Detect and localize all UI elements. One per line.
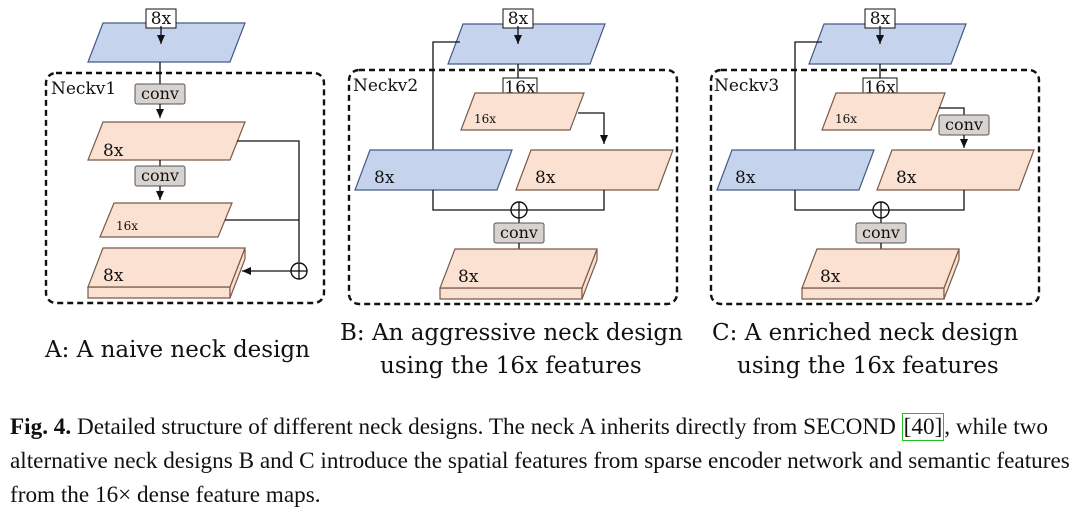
citation-link[interactable]: [40] bbox=[901, 413, 945, 441]
panel-caption: A: A naive neck design bbox=[44, 337, 310, 363]
panel-c: Neckv3 8x 16x 16x 8x conv 8x conv 8x bbox=[709, 8, 1041, 379]
neck-label: Neckv2 bbox=[353, 76, 418, 96]
neck-label: Neckv1 bbox=[51, 79, 116, 99]
output-feature-map bbox=[801, 248, 960, 289]
figure-caption: Fig. 4. Detailed structure of different … bbox=[10, 410, 1072, 512]
panel-b: Neckv2 8x 16x 16x 8x 8x conv 8x bbox=[340, 8, 683, 379]
feature-map-label: 8x bbox=[103, 266, 124, 286]
feature-map-label: 8x bbox=[735, 168, 756, 188]
panel-caption: using the 16x features bbox=[737, 353, 999, 379]
feature-map-16x bbox=[460, 92, 585, 131]
input-feature-map bbox=[447, 23, 606, 65]
input-feature-map bbox=[808, 23, 967, 65]
feature-map-label: 8x bbox=[458, 267, 479, 287]
panel-caption: using the 16x features bbox=[380, 353, 642, 379]
spatial-feature-map bbox=[716, 149, 875, 191]
scale-tag-label: 8x bbox=[508, 9, 529, 29]
neck-label: Neckv3 bbox=[714, 76, 779, 96]
scale-tag-label: 8x bbox=[151, 9, 172, 29]
upsampled-feature-map bbox=[876, 149, 1035, 191]
feature-map-label: 16x bbox=[116, 219, 138, 233]
feature-map-16x bbox=[821, 92, 946, 131]
panel-caption: C: A enriched neck design bbox=[712, 320, 1018, 346]
feature-map-label: 8x bbox=[374, 168, 395, 188]
neck-designs-diagram: Neckv1 8x conv 8x conv 16x 8x A: A naiv bbox=[44, 8, 1041, 379]
output-feature-map bbox=[87, 247, 246, 288]
feature-map-label: 16x bbox=[835, 112, 857, 126]
scale-tag-label: 8x bbox=[870, 9, 891, 29]
conv-label: conv bbox=[862, 223, 900, 242]
panel-a: Neckv1 8x conv 8x conv 16x 8x A: A naiv bbox=[44, 8, 326, 363]
feature-map-8x bbox=[87, 121, 246, 161]
caption-text: Detailed structure of different neck des… bbox=[71, 414, 902, 440]
feature-map-label: 16x bbox=[474, 112, 496, 126]
spatial-feature-map bbox=[354, 149, 513, 191]
feature-map-label: 8x bbox=[535, 168, 556, 188]
conv-label: conv bbox=[141, 84, 179, 103]
conv-label: conv bbox=[141, 166, 179, 185]
feature-map-label: 8x bbox=[103, 141, 124, 161]
feature-map-label: 8x bbox=[820, 267, 841, 287]
output-feature-map bbox=[439, 248, 598, 289]
caption-text: , while two alternative neck designs B a… bbox=[10, 414, 1070, 508]
neck-box bbox=[347, 68, 679, 306]
upsampled-feature-map bbox=[515, 149, 674, 191]
input-feature-map bbox=[87, 22, 246, 63]
conv-label: conv bbox=[945, 115, 983, 134]
conv-label: conv bbox=[500, 223, 538, 242]
feature-map-label: 8x bbox=[896, 168, 917, 188]
panel-caption: B: An aggressive neck design bbox=[340, 320, 683, 346]
neck-box bbox=[709, 68, 1041, 306]
feature-map-16x bbox=[99, 202, 233, 238]
figure-label: Fig. 4. bbox=[10, 414, 72, 440]
